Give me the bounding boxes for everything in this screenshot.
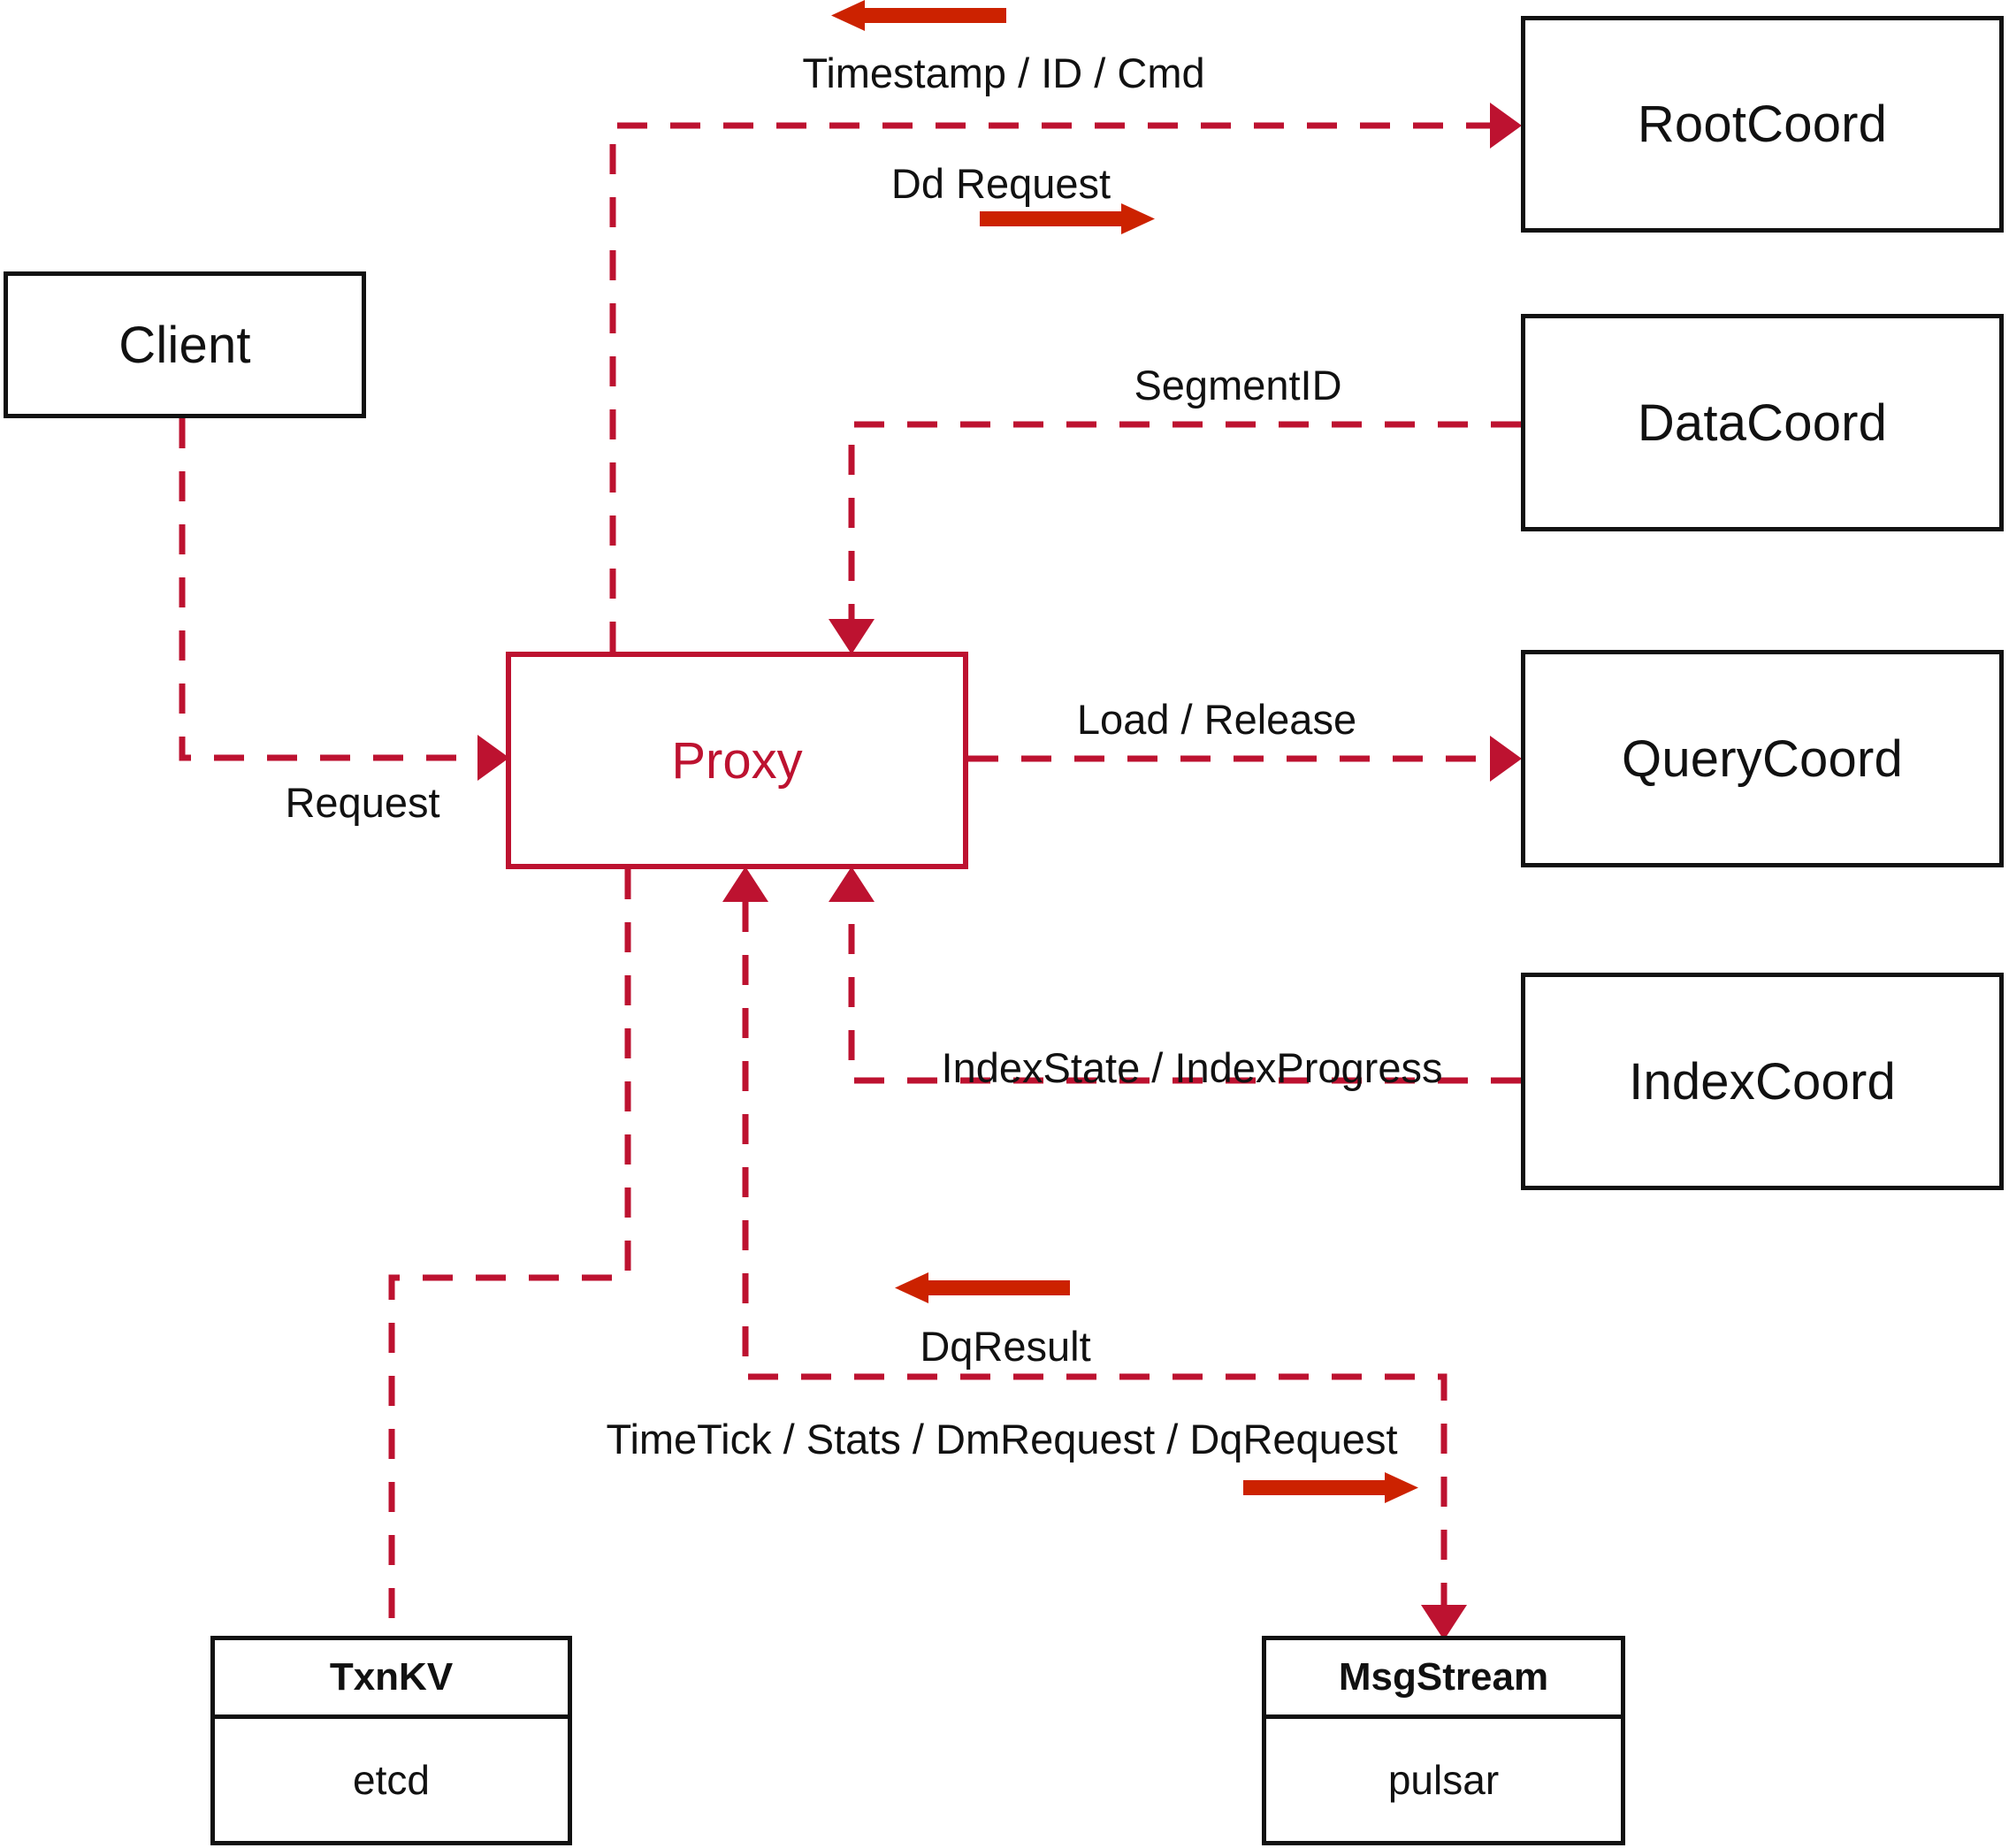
edge-label-timestamp-id-cmd: Timestamp / ID / Cmd — [802, 49, 1204, 97]
arrowhead-into-msgstream — [1421, 1605, 1467, 1640]
edge-datacoord-to-proxy — [848, 421, 1521, 619]
node-msgstream-impl: pulsar — [1387, 1757, 1500, 1803]
node-client[interactable]: Client — [4, 271, 366, 418]
node-txnkv-title: TxnKV — [215, 1640, 568, 1719]
edge-label-request: Request — [285, 778, 439, 827]
arrowhead-ddrequest-into-rootcoord — [1490, 103, 1522, 149]
edge-proxy-to-rootcoord — [609, 122, 1490, 652]
edge-proxy-to-msgstream — [742, 902, 1448, 1605]
node-proxy-label: Proxy — [671, 731, 803, 790]
edge-indexcoord-to-proxy — [848, 902, 1521, 1084]
arrowhead-indexstate-into-proxy — [829, 867, 875, 902]
arrowhead-msgstream-into-proxy — [722, 867, 768, 902]
node-querycoord[interactable]: QueryCoord — [1521, 650, 2004, 867]
edge-label-text: IndexState / IndexProgress — [941, 1044, 1443, 1091]
edge-label-text: DqResult — [920, 1323, 1091, 1370]
node-msgstream[interactable]: MsgStream pulsar — [1262, 1636, 1625, 1845]
node-txnkv-impl: etcd — [353, 1757, 430, 1803]
direction-arrow-dqresult — [895, 1272, 1070, 1303]
edge-label-text: SegmentID — [1134, 362, 1342, 409]
node-proxy[interactable]: Proxy — [506, 652, 968, 869]
node-rootcoord-label: RootCoord — [1637, 95, 1888, 153]
node-datacoord-label: DataCoord — [1637, 393, 1888, 452]
arrowhead-request-into-proxy — [477, 735, 509, 781]
edge-label-text: Dd Request — [890, 160, 1111, 207]
node-datacoord[interactable]: DataCoord — [1521, 314, 2004, 531]
direction-arrow-timetick — [1243, 1472, 1418, 1503]
edge-label-dq-result: DqResult — [920, 1322, 1090, 1371]
edge-label-text: Timestamp / ID / Cmd — [802, 50, 1205, 96]
node-txnkv[interactable]: TxnKV etcd — [210, 1636, 572, 1845]
arrowhead-loadrelease-into-querycoord — [1490, 736, 1522, 782]
edge-label-load-release: Load / Release — [1077, 695, 1356, 744]
edge-label-text: Request — [285, 779, 440, 826]
direction-arrow-ddrequest — [980, 203, 1155, 234]
node-indexcoord-label: IndexCoord — [1629, 1052, 1896, 1111]
edge-label-index-state: IndexState / IndexProgress — [942, 1043, 1443, 1092]
edge-label-segment-id: SegmentID — [1134, 361, 1341, 409]
node-querycoord-label: QueryCoord — [1622, 729, 1903, 788]
edge-label-text: TimeTick / Stats / DmRequest / DqRequest — [606, 1416, 1398, 1462]
edge-label-text: Load / Release — [1076, 696, 1357, 743]
edge-proxy-to-txnkv — [388, 869, 631, 1636]
edge-client-to-proxy — [179, 418, 477, 761]
node-indexcoord[interactable]: IndexCoord — [1521, 973, 2004, 1190]
node-rootcoord[interactable]: RootCoord — [1521, 16, 2004, 233]
node-msgstream-title: MsgStream — [1266, 1640, 1621, 1719]
edge-label-dd-request: Dd Request — [891, 159, 1111, 208]
node-client-label: Client — [118, 316, 251, 374]
edge-label-timetick-stats: TimeTick / Stats / DmRequest / DqRequest — [606, 1415, 1397, 1463]
direction-arrow-timestamp — [831, 0, 1006, 31]
arrowhead-segmentid-into-proxy — [829, 619, 875, 654]
